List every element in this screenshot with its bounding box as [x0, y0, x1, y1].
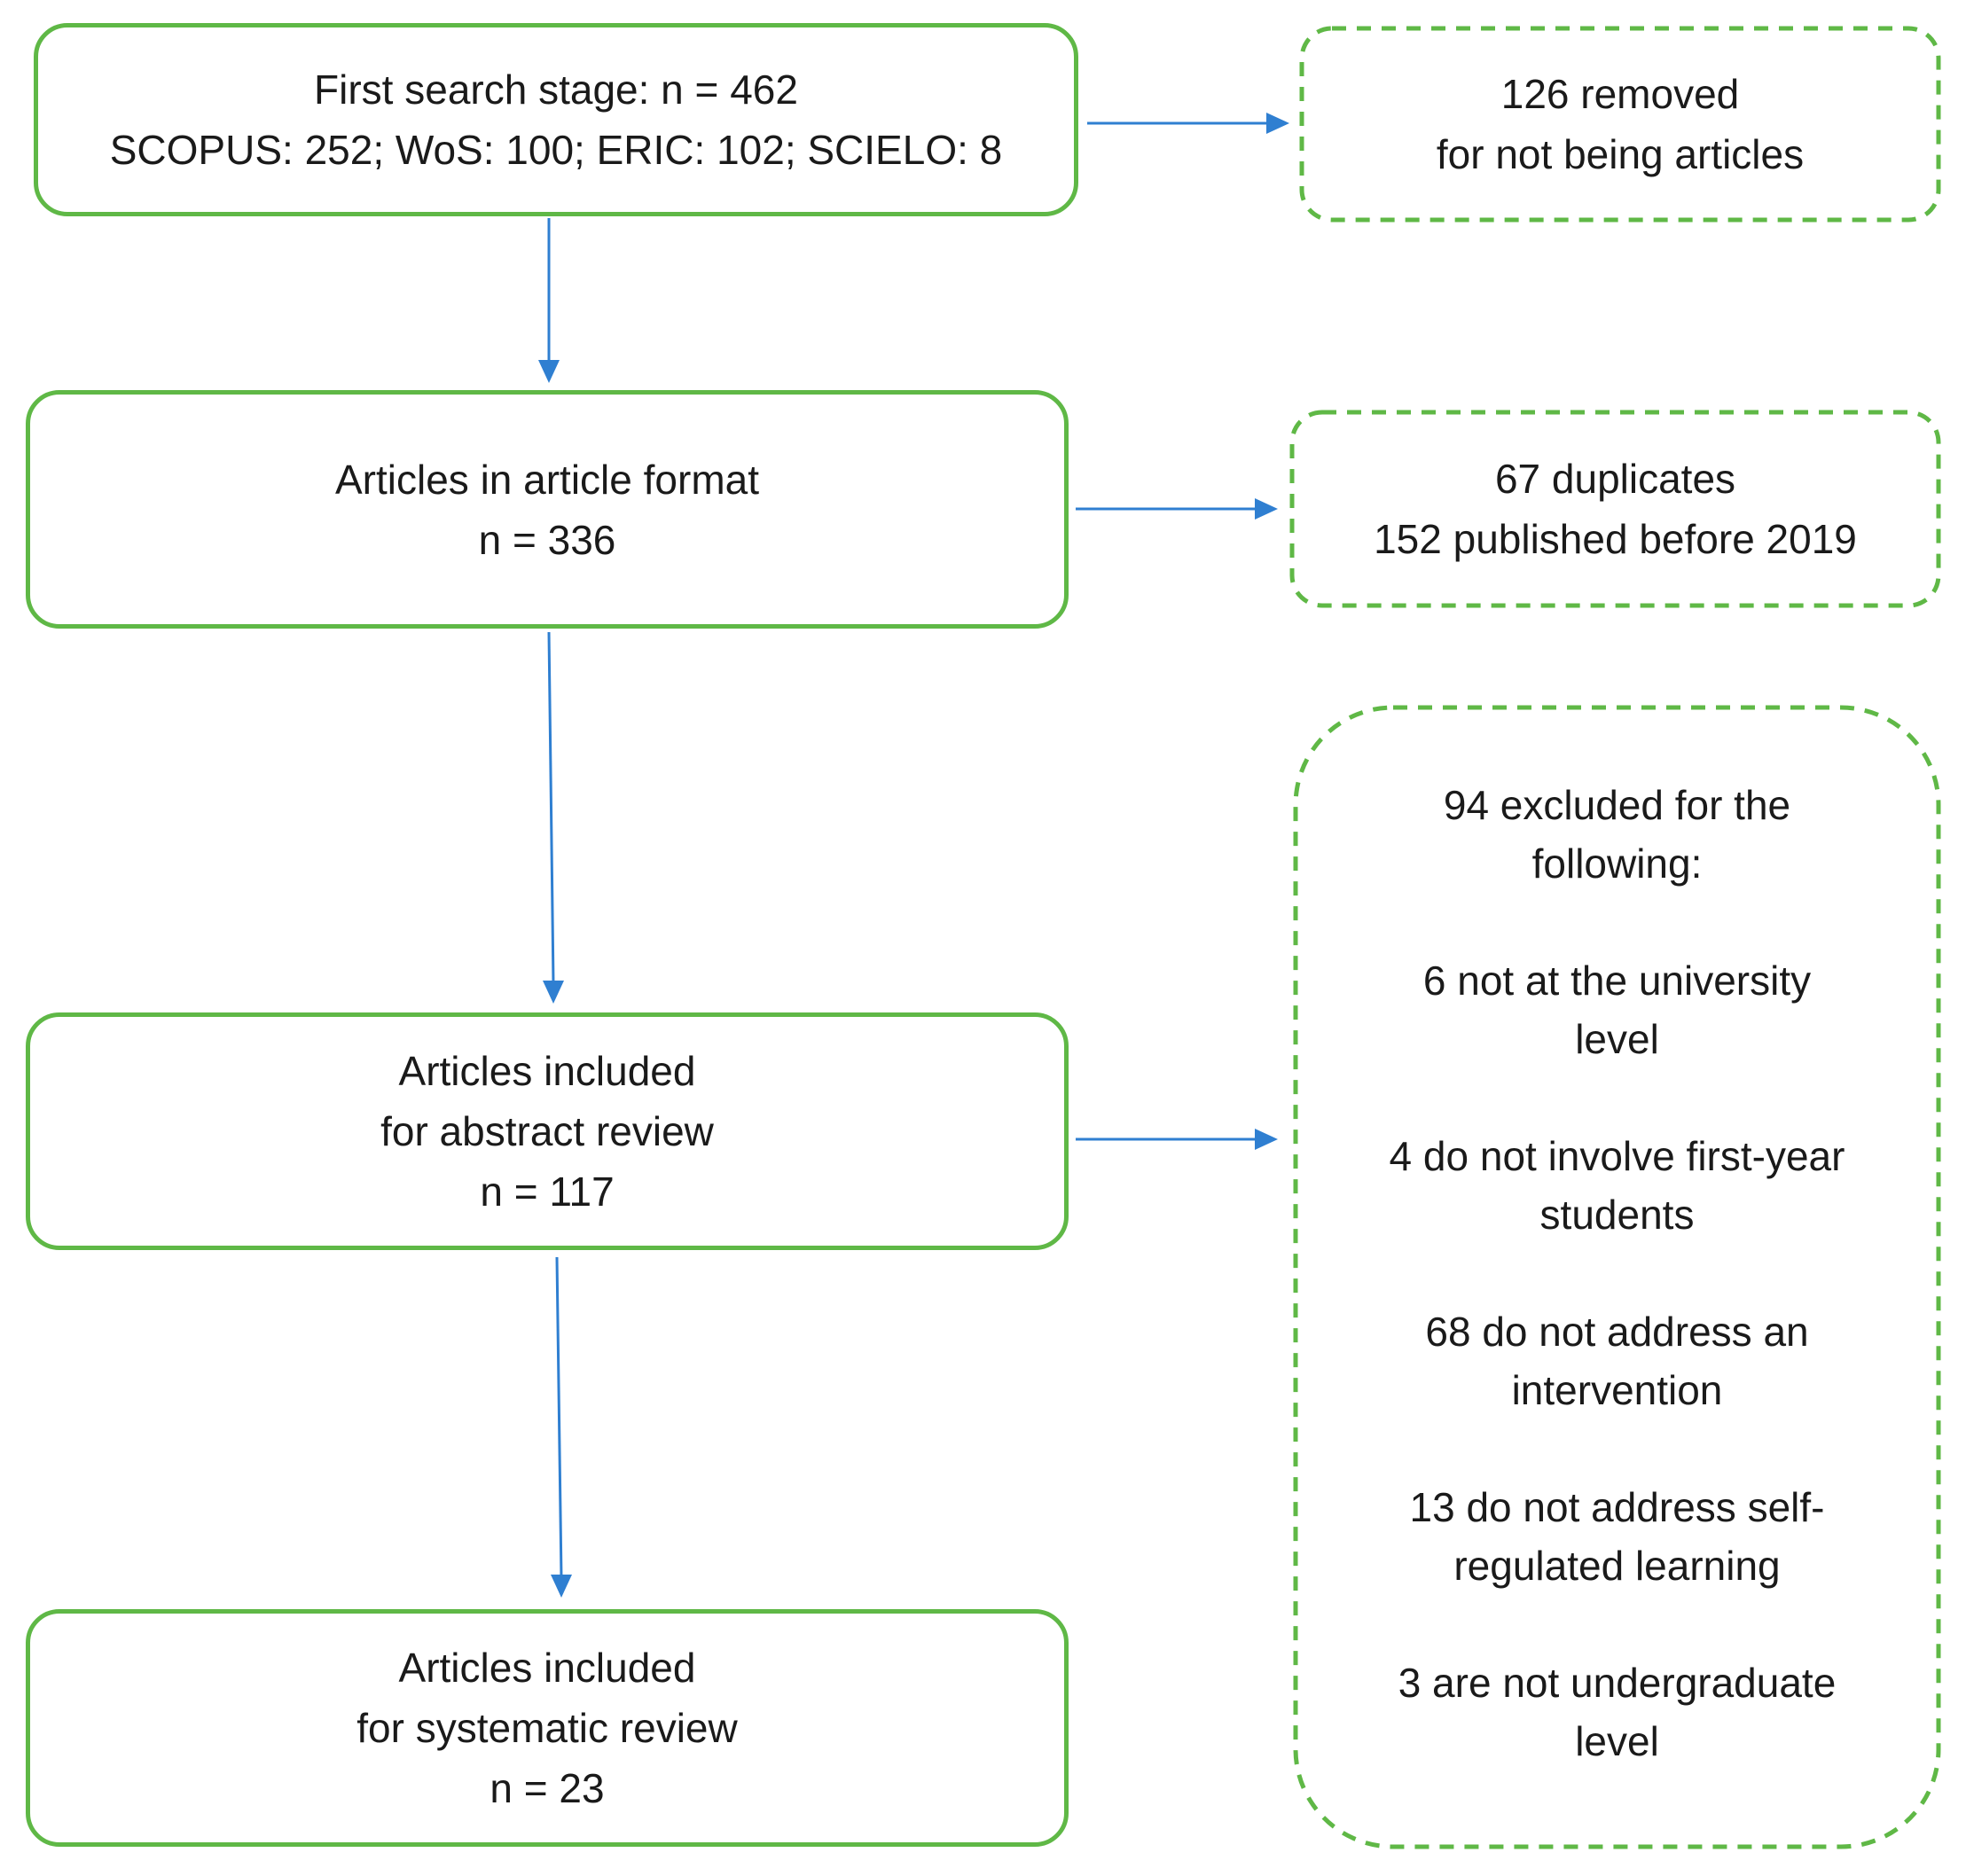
- exclusion-reason-4-line1: 13 do not address self-: [1409, 1483, 1825, 1530]
- article-format-title: Articles in article format: [334, 456, 759, 503]
- exclusion-duplicates: 67 duplicates 152 published before 2019: [1292, 412, 1939, 606]
- not-articles-count: 126 removed: [1500, 71, 1740, 117]
- arrow-abstract-to-systematic: [551, 1256, 572, 1598]
- dashed-box-not-articles: [1299, 26, 1941, 223]
- first-search-sources: SCOPUS: 252; WoS: 100; ERIC: 102; SCIELO…: [109, 127, 1003, 173]
- exclusion-reason-3-line1: 68 do not address an: [1425, 1308, 1809, 1355]
- systematic-review-count: n = 23: [490, 1765, 605, 1811]
- exclusion-abstract-reasons: 94 excluded for the following: 6 not at …: [1296, 707, 1939, 1847]
- exclusion-reason-4-line2: regulated learning: [1453, 1542, 1781, 1589]
- exclusion-not-articles: 126 removed for not being articles: [1302, 28, 1939, 220]
- exclusion-reason-1-line2: level: [1575, 1015, 1659, 1062]
- stage-first-search-box: First search stage: n = 462 SCOPUS: 252;…: [34, 23, 1078, 216]
- abstract-review-count: n = 117: [480, 1169, 615, 1215]
- stage-article-format-box: Articles in article format n = 336: [26, 390, 1069, 629]
- exclusion-reason-2-line1: 4 do not involve first-year: [1389, 1132, 1845, 1179]
- exclusion-header-line2: following:: [1531, 840, 1703, 887]
- exclusion-header-line1: 94 excluded for the: [1443, 781, 1791, 828]
- arrow-format-to-abstract: [543, 631, 564, 1004]
- exclusion-reason-5-line1: 3 are not undergraduate: [1398, 1659, 1837, 1706]
- abstract-review-line2: for abstract review: [380, 1108, 714, 1154]
- not-articles-reason: for not being articles: [1436, 131, 1805, 177]
- article-format-count: n = 336: [478, 516, 616, 563]
- arrow-search-to-format: [538, 218, 560, 383]
- systematic-review-line1: Articles included: [398, 1645, 696, 1691]
- exclusion-reason-1-line1: 6 not at the university: [1422, 957, 1812, 1004]
- arrow-format-to-duplicates: [1076, 498, 1278, 520]
- exclusion-reason-2-line2: students: [1539, 1191, 1695, 1238]
- stage-abstract-review-box: Articles included for abstract review n …: [26, 1012, 1069, 1250]
- exclusion-reason-5-line2: level: [1575, 1717, 1659, 1764]
- duplicates-count: 67 duplicates: [1494, 456, 1736, 502]
- dashed-box-abstract-exclusions: [1293, 705, 1941, 1849]
- abstract-review-line1: Articles included: [398, 1048, 696, 1094]
- stage-systematic-review-box: Articles included for systematic review …: [26, 1609, 1069, 1847]
- arrow-search-to-not-articles: [1087, 113, 1289, 134]
- arrow-abstract-to-exclusions: [1076, 1129, 1278, 1150]
- exclusion-reason-3-line2: intervention: [1511, 1366, 1723, 1413]
- systematic-review-line2: for systematic review: [356, 1705, 738, 1751]
- first-search-title: First search stage: n = 462: [314, 66, 798, 113]
- published-before-count: 152 published before 2019: [1374, 516, 1857, 562]
- dashed-box-duplicates: [1289, 410, 1941, 608]
